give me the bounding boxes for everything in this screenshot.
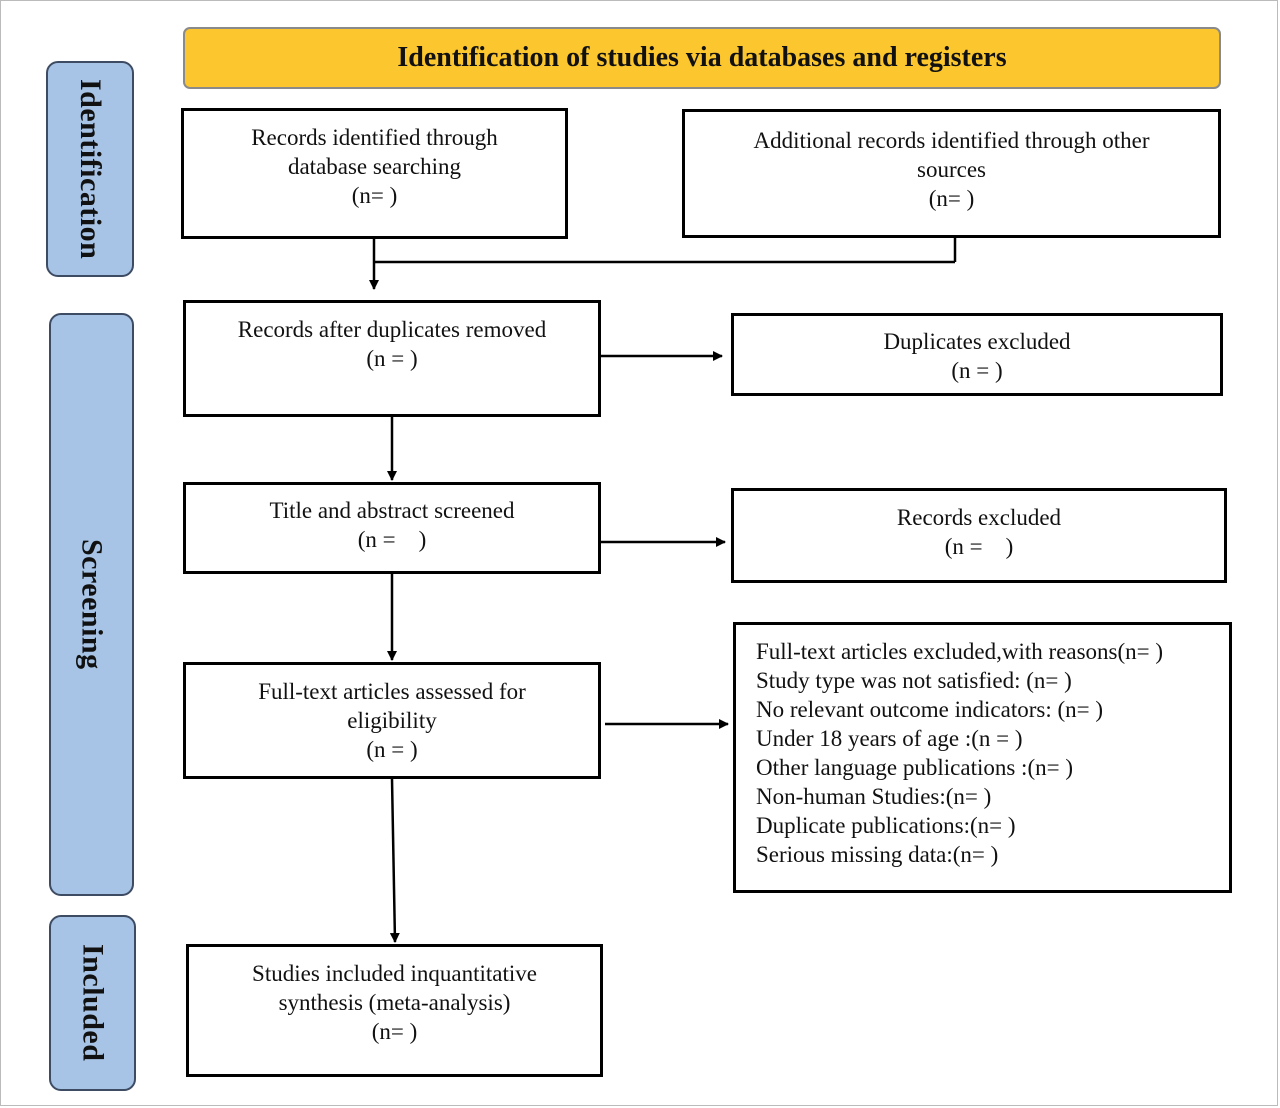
- text-line: synthesis (meta-analysis): [278, 990, 511, 1015]
- phase-screening: Screening: [49, 313, 134, 896]
- phase-label-included: Included: [76, 944, 110, 1062]
- text-line: (n = ): [951, 358, 1003, 383]
- text-line: Records after duplicates removed: [237, 317, 547, 342]
- text-line: (n = ): [357, 527, 427, 552]
- text-line: Title and abstract screened: [269, 498, 515, 523]
- text-line: (n = ): [366, 737, 418, 762]
- header-title: Identification of studies via databases …: [397, 42, 1007, 73]
- phase-label-screening: Screening: [75, 539, 109, 670]
- exclusion-reason: Serious missing data:(n= ): [756, 842, 999, 867]
- text-line: (n= ): [371, 1019, 418, 1044]
- text-line: Additional records identified through ot…: [753, 128, 1150, 153]
- box-other-records: Additional records identified through ot…: [682, 109, 1221, 238]
- text-line: (n= ): [928, 186, 975, 211]
- box-duplicates-excluded: Duplicates excluded (n = ): [731, 313, 1223, 396]
- box-database-records: Records identified through database sear…: [181, 108, 568, 239]
- exclusion-reason: Non-human Studies:(n= ): [756, 784, 992, 809]
- text-line: (n= ): [351, 183, 398, 208]
- text-line: (n = ): [366, 346, 418, 371]
- exclusion-reason: Study type was not satisfied: (n= ): [756, 668, 1072, 693]
- phase-label-identification: Identification: [74, 78, 107, 260]
- box-after-duplicates: Records after duplicates removed (n = ): [183, 300, 601, 417]
- text-line: Duplicates excluded: [883, 329, 1071, 354]
- phase-included: Included: [49, 915, 136, 1091]
- box-title-abstract: Title and abstract screened (n = ): [183, 482, 601, 574]
- box-full-text-excluded: Full-text articles excluded,with reasons…: [733, 622, 1232, 893]
- text-line: database searching: [287, 154, 462, 179]
- header-banner: Identification of studies via databases …: [183, 27, 1221, 89]
- arrow-to-included-studies: [389, 778, 400, 943]
- text-line: (n = ): [944, 534, 1014, 559]
- box-included-studies: Studies included inquantitative synthesi…: [186, 944, 603, 1077]
- box-records-excluded: Records excluded (n = ): [731, 488, 1227, 583]
- text-line: Records excluded: [896, 505, 1062, 530]
- exclusion-reason: Under 18 years of age :(n = ): [756, 726, 1023, 751]
- exclusion-reason: No relevant outcome indicators: (n= ): [756, 697, 1103, 722]
- text-line: eligibility: [347, 708, 437, 733]
- phase-identification: Identification: [46, 61, 134, 277]
- text-line: Studies included inquantitative: [252, 961, 537, 986]
- text-line: Records identified through: [251, 125, 498, 150]
- box-full-text: Full-text articles assessed for eligibil…: [183, 662, 601, 779]
- text-line: Full-text articles assessed for: [258, 679, 526, 704]
- exclusion-reason: Other language publications :(n= ): [756, 755, 1073, 780]
- exclusion-reason: Full-text articles excluded,with reasons…: [756, 639, 1164, 664]
- exclusion-reason: Duplicate publications:(n= ): [756, 813, 1016, 838]
- text-line: sources: [917, 157, 986, 182]
